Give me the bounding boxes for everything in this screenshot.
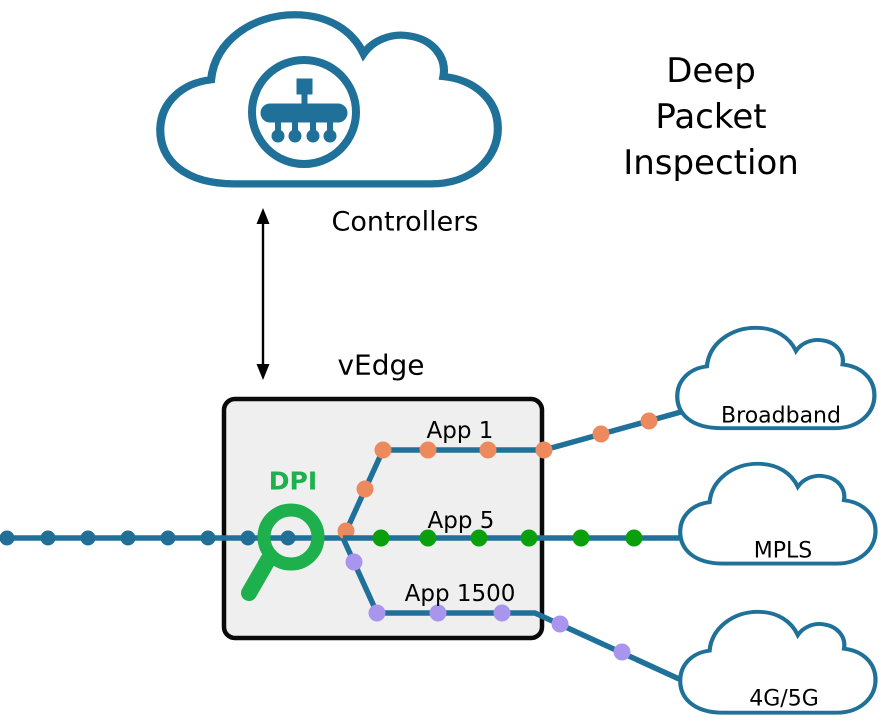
dpi-label: DPI	[268, 466, 318, 496]
flow-app1500	[340, 536, 692, 687]
vedge-box	[221, 396, 545, 641]
flow-label-app5: App 5	[427, 508, 495, 534]
magnifier-icon	[241, 503, 325, 601]
controller-icon	[248, 56, 360, 168]
flow-label-app1: App 1	[426, 418, 494, 444]
flow-app1	[337, 407, 689, 540]
flow-app5	[343, 529, 695, 547]
mpls-cloud-label: MPLS	[753, 538, 813, 564]
broadband-cloud-label: Broadband	[721, 403, 841, 429]
page-title: Deep Packet Inspection	[623, 48, 800, 186]
vedge-label: vEdge	[337, 348, 425, 382]
ingress-flow	[0, 530, 343, 546]
double-arrow-icon	[256, 208, 270, 380]
flow-label-app1500: App 1500	[404, 581, 516, 607]
title-line1: Deep Packet	[655, 51, 767, 137]
title-line2: Inspection	[623, 143, 799, 183]
4g5g-cloud-label: 4G/5G	[749, 686, 819, 712]
controllers-label: Controllers	[331, 206, 479, 238]
